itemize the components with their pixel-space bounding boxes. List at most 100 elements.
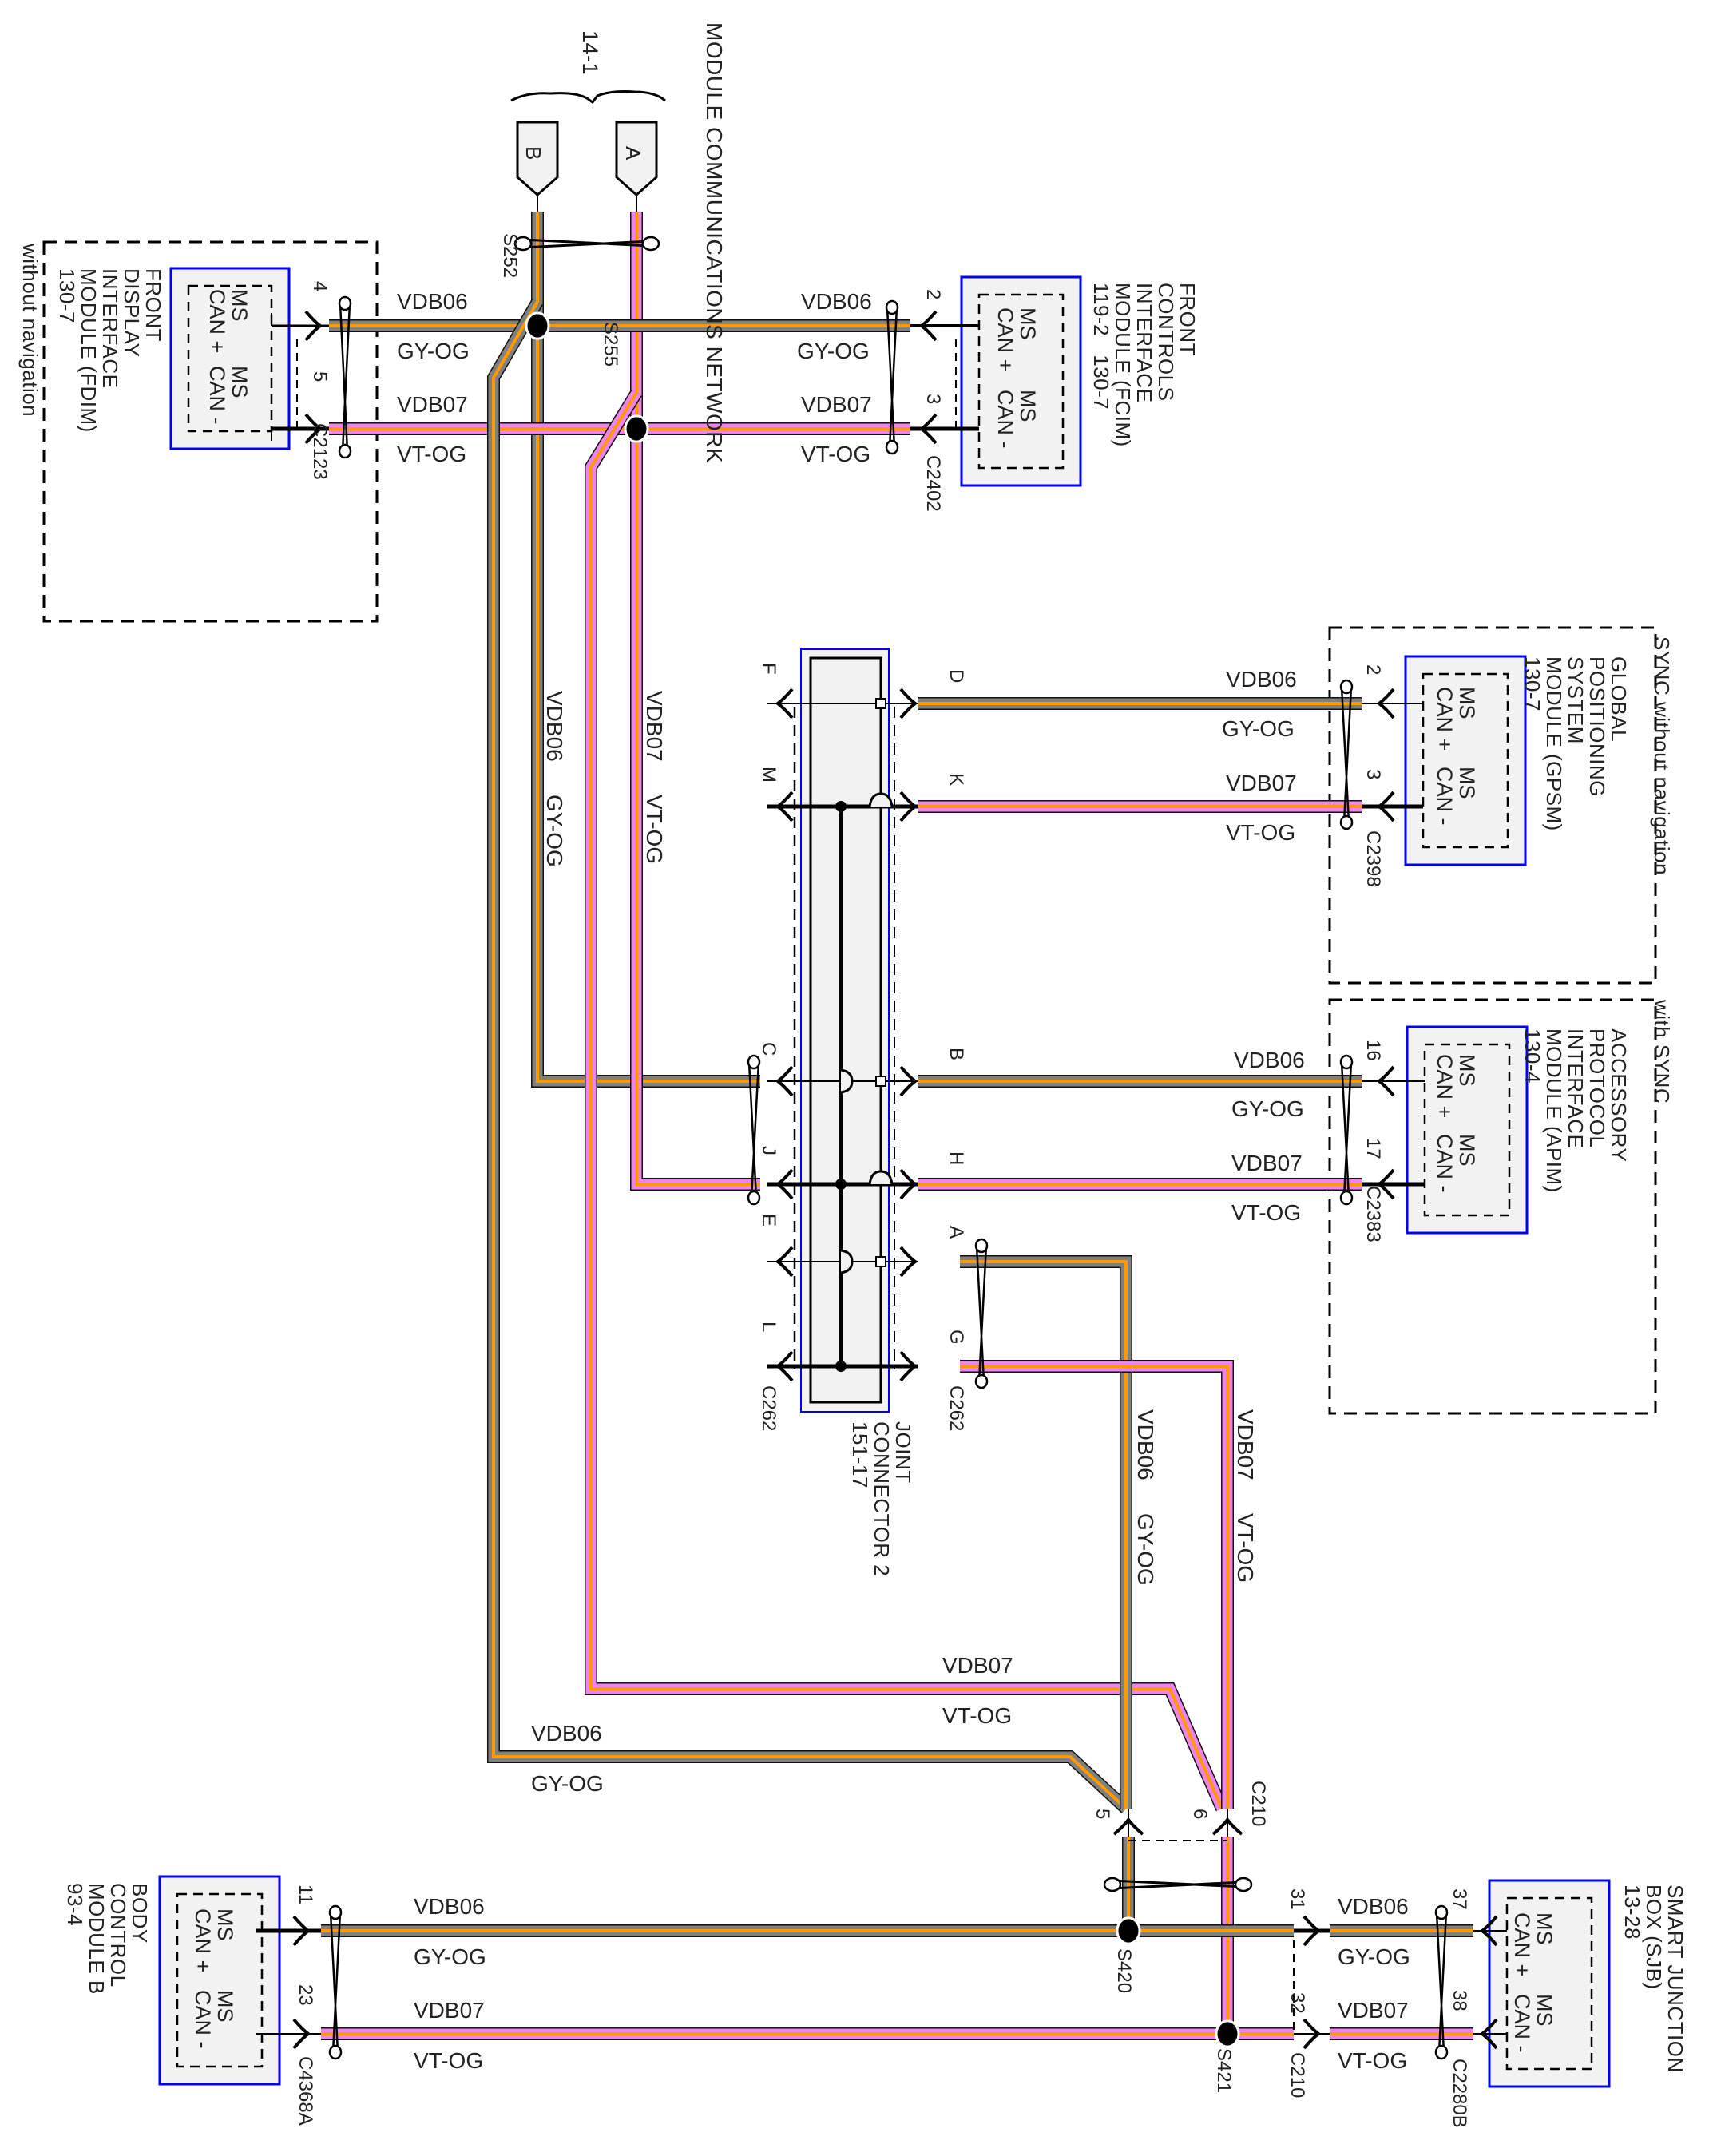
page-twist-end bbox=[641, 236, 660, 252]
fdim-pin-5: 5 bbox=[309, 371, 331, 382]
fdim-title: FRONT DISPLAY INTERFACE MODULE (FDIM) 13… bbox=[55, 268, 165, 433]
fdim-twist-lines bbox=[339, 303, 351, 452]
joint-connector-left: C262 bbox=[758, 1385, 779, 1432]
gpsm-twist bbox=[1339, 679, 1354, 830]
joint-pin-a: A bbox=[946, 1226, 967, 1239]
gpsm-pin-3: 3 bbox=[1362, 769, 1384, 780]
trunk-vdb07-label: VDB07 bbox=[642, 691, 667, 762]
jc-left-twist-end bbox=[747, 1054, 761, 1070]
sjb-connector: C2280B bbox=[1449, 2059, 1470, 2128]
apim-twist-end bbox=[1339, 1190, 1354, 1206]
fcim-vdb06-label: VDB06 bbox=[801, 289, 872, 314]
bcmb-twist-lines bbox=[329, 1912, 342, 2053]
apim-pin17-chevron bbox=[1376, 1168, 1395, 1200]
jc-bus-vdb07-node bbox=[835, 1361, 847, 1372]
apim-pin-17: 17 bbox=[1362, 1138, 1384, 1159]
c210-pin-31: 31 bbox=[1287, 1888, 1308, 1910]
jc-hop-e bbox=[840, 1249, 854, 1274]
fcim-pin-2: 2 bbox=[922, 289, 944, 300]
fcim-twist-lines bbox=[886, 307, 898, 448]
jc-g-to-c210 bbox=[960, 1360, 1234, 1809]
jc-right-chevron-1 bbox=[899, 791, 918, 822]
c210-top-connector: C210 bbox=[1247, 1781, 1269, 1827]
c210-pin32-chevron bbox=[1303, 2018, 1322, 2050]
fcim-vdb07-label: VDB07 bbox=[801, 392, 872, 417]
gpsm-twist-lines bbox=[1340, 686, 1353, 823]
page-brace bbox=[510, 90, 666, 105]
fdim-pin-4: 4 bbox=[309, 281, 331, 292]
gpsm-can-minus: MS CAN - bbox=[1433, 767, 1479, 826]
jc-bus-vdb07-node bbox=[835, 801, 847, 812]
fdim-module-box bbox=[169, 267, 291, 450]
gpsm-pin3-chevron bbox=[1376, 791, 1395, 822]
apim-twist-end bbox=[1339, 1054, 1354, 1070]
sjb-twist-end bbox=[1434, 2044, 1449, 2060]
apim-twist-lines bbox=[1340, 1061, 1353, 1199]
trunk-vdb07-stripe bbox=[635, 212, 760, 1186]
page-reference: 14-1 bbox=[578, 30, 602, 76]
jc-bus-vdb06-node bbox=[875, 1076, 886, 1087]
fcim-pin3-chevron bbox=[918, 413, 938, 445]
gpsm-pin-2: 2 bbox=[1362, 664, 1384, 676]
apim-gyog-label: GY-OG bbox=[1231, 1096, 1304, 1121]
sjb-pin-37: 37 bbox=[1449, 1888, 1470, 1910]
jc-left-chevron-1 bbox=[775, 791, 794, 822]
splice-s421-label: S421 bbox=[1213, 2048, 1235, 2094]
trunk-vdb06-stripe bbox=[536, 212, 760, 1083]
fdim-twist-end bbox=[338, 443, 352, 459]
bcmb-vdb06-label: VDB06 bbox=[414, 1894, 485, 1919]
page-connector-a bbox=[615, 121, 658, 196]
jc-bus-vdb07-node bbox=[835, 1179, 847, 1190]
jc-left-twist-lines bbox=[747, 1061, 760, 1199]
joint-pin-j: J bbox=[758, 1146, 779, 1155]
splice-s255 bbox=[624, 414, 649, 443]
splice-s420 bbox=[1116, 1916, 1141, 1945]
jc-hop-h bbox=[868, 1170, 894, 1185]
c210-pin-5: 5 bbox=[1092, 1809, 1113, 1820]
gpsm-module-box bbox=[1404, 655, 1527, 866]
ag-vdb07-label: VDB07 bbox=[1233, 1409, 1258, 1480]
apim-pin16-chevron bbox=[1376, 1065, 1395, 1097]
fcim-can-plus: MS CAN + bbox=[993, 307, 1040, 372]
gpsm-vtog-label: VT-OG bbox=[1226, 820, 1296, 845]
c210-pin-32: 32 bbox=[1287, 1992, 1308, 2014]
trunk-vdb07 bbox=[630, 212, 760, 1191]
splice-s252-label: S252 bbox=[499, 233, 521, 279]
fcim-twist-end bbox=[885, 299, 899, 315]
gpsm-twist-end bbox=[1339, 679, 1354, 695]
sjb-pin37-chevron bbox=[1479, 1915, 1498, 1947]
ag-vtog-label: VT-OG bbox=[1233, 1513, 1258, 1583]
fdim-twist-end bbox=[338, 295, 352, 311]
joint-connector-box bbox=[800, 648, 890, 1413]
apim-option: with SYNC bbox=[1650, 1000, 1674, 1104]
s252-to-c210 bbox=[487, 298, 1131, 1813]
bcmb-can-plus: MS CAN + bbox=[191, 1908, 237, 1973]
c210-pin6-chevron bbox=[1211, 1817, 1243, 1836]
apim-twist bbox=[1339, 1054, 1354, 1206]
s255-to-c210 bbox=[585, 389, 1228, 1812]
bcmb-twist bbox=[328, 1904, 343, 2060]
fcim-pin-3: 3 bbox=[922, 394, 944, 405]
jc-right-chevron-4 bbox=[899, 1246, 918, 1278]
joint-pin-f: F bbox=[758, 663, 779, 675]
apim-pin-16: 16 bbox=[1362, 1040, 1384, 1061]
fcim-vtog-label: VT-OG bbox=[801, 442, 871, 466]
joint-pin-k: K bbox=[946, 773, 967, 787]
c210-twist bbox=[1103, 1877, 1253, 1892]
c210-twist-end bbox=[1103, 1877, 1122, 1892]
apim-can-plus: MS CAN + bbox=[1433, 1054, 1479, 1119]
joint-pin-d: D bbox=[946, 669, 967, 684]
trunk-vtog-label: VT-OG bbox=[642, 795, 667, 865]
jc-right-chevron-3 bbox=[899, 1168, 918, 1200]
bcmb-vtog-label: VT-OG bbox=[414, 2048, 484, 2073]
gpsm-vdb06-label: VDB06 bbox=[1226, 667, 1297, 692]
joint-pin-l: L bbox=[758, 1322, 779, 1333]
ag-gyog-label: GY-OG bbox=[1133, 1513, 1158, 1586]
sjb-vtog-label: VT-OG bbox=[1338, 2048, 1408, 2073]
sjb-gyog-label: GY-OG bbox=[1338, 1944, 1410, 1969]
jc-left-chevron-4 bbox=[775, 1246, 794, 1278]
fdim-module-inner-box bbox=[187, 284, 273, 433]
c210-twist-end bbox=[1234, 1877, 1253, 1892]
run-vtog-label: VT-OG bbox=[942, 1703, 1013, 1728]
fdim-pin4-chevron bbox=[304, 310, 323, 342]
